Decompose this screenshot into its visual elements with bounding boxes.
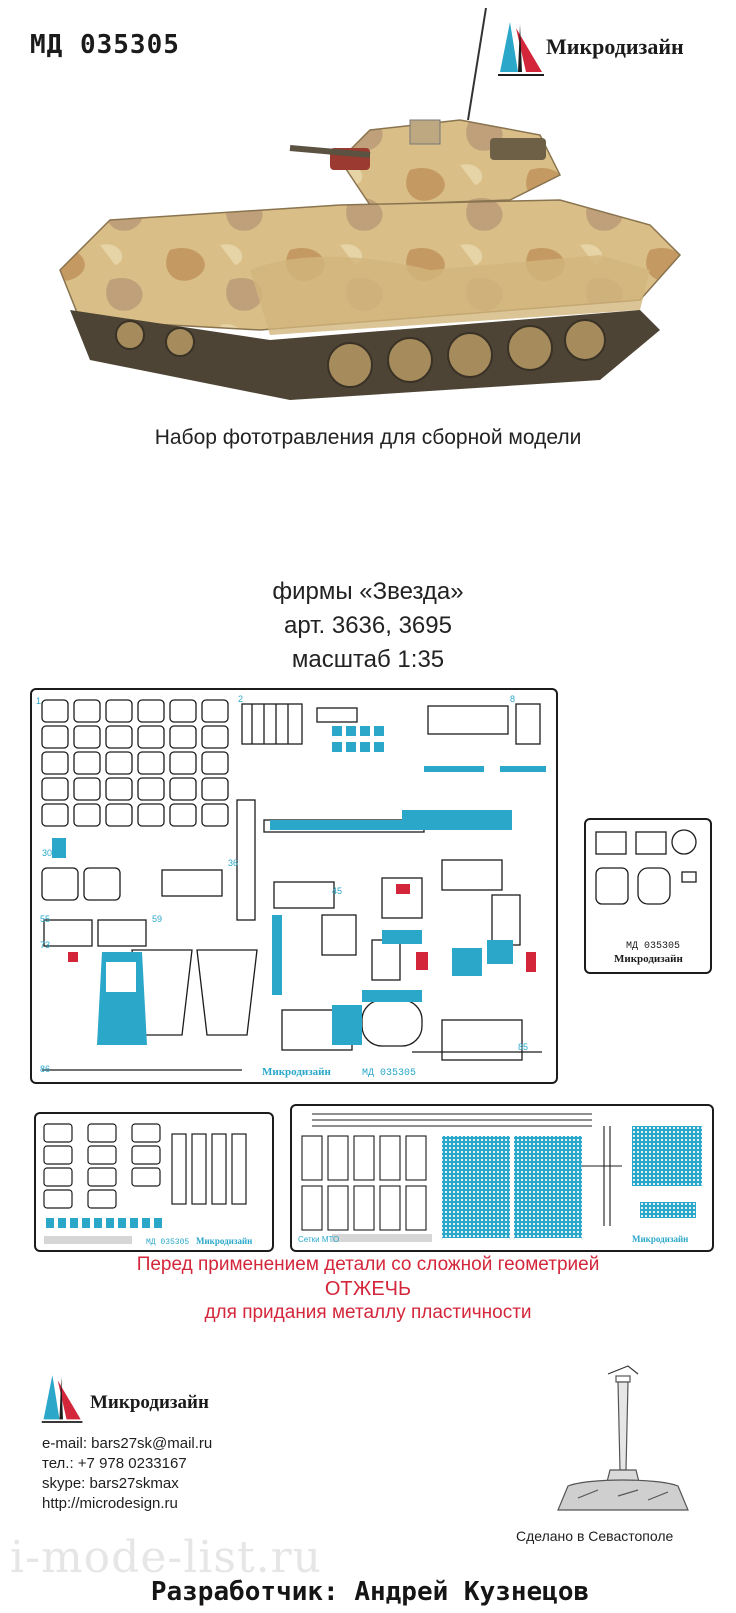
small-left-brand: Микродизайн	[196, 1236, 252, 1246]
svg-text:86: 86	[40, 1064, 50, 1074]
warning-line-1: Перед применением детали со сложной геом…	[136, 1254, 600, 1275]
contact-phone: тел.: +7 978 0233167	[42, 1455, 187, 1472]
small-left-code: МД 035305	[146, 1238, 189, 1247]
subtitle: Набор фототравления для сборной модели	[154, 426, 582, 449]
manufacturer: фирмы «Звезда»	[272, 578, 464, 605]
svg-text:8: 8	[510, 694, 515, 704]
footer-brand-logo	[40, 1372, 86, 1431]
made-in-label: Сделано в Севастополе	[516, 1528, 674, 1544]
footer-brand-name: Микродизайн	[90, 1392, 209, 1413]
small-etch-sheet-left: МД 035305 Микродизайн	[34, 1112, 274, 1252]
mto-label: Сетки МТО	[298, 1235, 339, 1244]
warning-line-3: для придания металлу пластичности	[204, 1302, 532, 1323]
svg-text:55: 55	[40, 914, 50, 924]
scale: масштаб 1:35	[291, 646, 445, 673]
small-etch-sheet-right: Сетки МТО Микродизайн	[290, 1104, 714, 1252]
svg-text:45: 45	[332, 886, 342, 896]
sheet-code-label: МД 035305	[362, 1068, 416, 1079]
etch-parts-diagram: 1 2 8 30 36 45 55 59 73 86 85 Микродизайн МД 03…	[36, 694, 546, 1079]
small-right-brand: Микродизайн	[632, 1234, 688, 1244]
svg-text:73: 73	[40, 940, 50, 950]
main-etch-sheet: 1 2 8 30 36 45 55 59 73 86 85 Микродизайн МД 03…	[30, 688, 558, 1084]
footer-sail-logo-icon	[41, 1375, 83, 1423]
contact-website[interactable]: http://microdesign.ru	[42, 1495, 178, 1512]
side-etch-sheet: МД 035305 Микродизайн	[584, 818, 712, 974]
tank-photo	[40, 0, 700, 425]
svg-text:36: 36	[228, 858, 238, 868]
svg-text:1: 1	[36, 696, 41, 706]
watermark: i-mode-list.ru	[10, 1532, 322, 1583]
contact-email[interactable]: e-mail: bars27sk@mail.ru	[42, 1435, 213, 1452]
kit-code: МД 035305	[30, 30, 180, 60]
sheet-brand-label: Микродизайн	[262, 1066, 332, 1078]
svg-text:85: 85	[518, 1042, 528, 1052]
monument-illustration	[548, 1360, 698, 1525]
brand-name: Микродизайн	[546, 34, 684, 59]
sail-logo-icon	[498, 22, 544, 76]
svg-text:30: 30	[42, 848, 52, 858]
svg-text:2: 2	[238, 694, 243, 704]
developer-credit: Разработчик: Андрей Кузнецов	[150, 1577, 590, 1607]
brand-logo	[496, 20, 548, 83]
article-numbers: арт. 3636, 3695	[284, 612, 452, 639]
side-sheet-brand: Микродизайн	[614, 953, 684, 965]
warning-line-2: ОТЖЕЧЬ	[324, 1278, 412, 1300]
svg-text:59: 59	[152, 914, 162, 924]
contact-skype: skype: bars27skmax	[42, 1475, 179, 1492]
side-sheet-code: МД 035305	[626, 941, 680, 952]
